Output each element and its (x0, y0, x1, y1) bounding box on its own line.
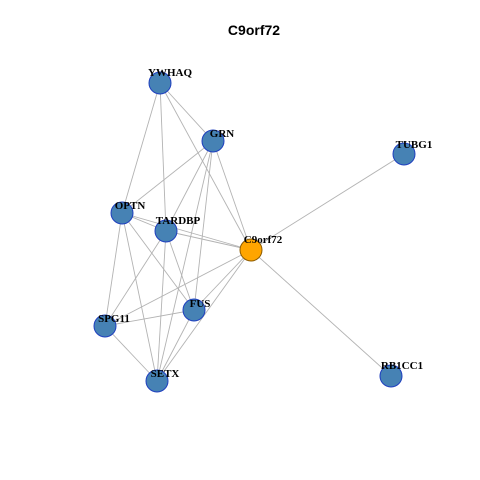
node-circle-setx[interactable] (145, 369, 169, 393)
node-circle-optn[interactable] (110, 201, 134, 225)
edge-spg11-fus (104, 309, 195, 327)
edge-tardbp-c9orf72 (165, 230, 252, 251)
node-circle-tardbp[interactable] (154, 219, 178, 243)
edge-fus-setx (156, 309, 195, 382)
node-circle-fus[interactable] (182, 298, 206, 322)
node-label-optn: OPTN (115, 200, 146, 212)
node-c9orf72[interactable]: C9orf72 (239, 234, 283, 262)
node-circle-tubg1[interactable] (392, 142, 416, 166)
node-setx[interactable]: SETX (145, 368, 180, 393)
graph-title: C9orf72 (228, 22, 280, 38)
edge-tardbp-setx (156, 230, 167, 382)
edge-tardbp-spg11 (104, 230, 167, 327)
edge-optn-setx (121, 212, 158, 382)
node-rb1cc1[interactable]: RB1CC1 (379, 360, 423, 388)
edge-optn-c9orf72 (121, 212, 252, 251)
edges-layer (104, 82, 405, 382)
node-label-fus: FUS (190, 298, 211, 310)
node-circle-spg11[interactable] (93, 314, 117, 338)
node-label-setx: SETX (151, 368, 180, 380)
node-spg11[interactable]: SPG11 (93, 313, 130, 338)
edge-c9orf72-fus (193, 249, 252, 311)
node-fus[interactable]: FUS (182, 298, 211, 322)
edge-ywhaq-grn (159, 82, 214, 142)
node-label-rb1cc1: RB1CC1 (381, 360, 423, 372)
node-circle-c9orf72[interactable] (239, 238, 263, 262)
node-label-c9orf72: C9orf72 (244, 234, 283, 246)
node-grn[interactable]: GRN (201, 128, 235, 153)
edge-spg11-setx (104, 325, 158, 382)
node-circle-rb1cc1[interactable] (379, 364, 403, 388)
node-tardbp[interactable]: TARDBP (154, 215, 201, 243)
edge-grn-fus (193, 140, 214, 311)
edge-c9orf72-rb1cc1 (250, 249, 392, 377)
node-label-spg11: SPG11 (98, 313, 130, 325)
edge-ywhaq-c9orf72 (159, 82, 252, 251)
node-label-tubg1: TUBG1 (396, 139, 433, 151)
edge-grn-optn (121, 140, 214, 214)
edge-optn-fus (121, 212, 195, 311)
edge-grn-setx (156, 140, 214, 382)
node-ywhaq[interactable]: YWHAQ (148, 67, 192, 95)
edge-optn-spg11 (104, 212, 123, 327)
edge-c9orf72-tubg1 (250, 153, 405, 251)
edge-c9orf72-spg11 (104, 249, 252, 327)
node-tubg1[interactable]: TUBG1 (392, 139, 433, 166)
node-label-grn: GRN (210, 128, 235, 140)
edge-tardbp-fus (165, 230, 195, 311)
node-circle-grn[interactable] (201, 129, 225, 153)
node-label-tardbp: TARDBP (156, 215, 201, 227)
edge-ywhaq-optn (121, 82, 161, 214)
node-circle-ywhaq[interactable] (148, 71, 172, 95)
node-label-ywhaq: YWHAQ (148, 67, 192, 79)
edge-ywhaq-tardbp (159, 82, 167, 232)
edge-grn-tardbp (165, 140, 214, 232)
edge-grn-c9orf72 (212, 140, 252, 251)
node-optn[interactable]: OPTN (110, 200, 146, 225)
